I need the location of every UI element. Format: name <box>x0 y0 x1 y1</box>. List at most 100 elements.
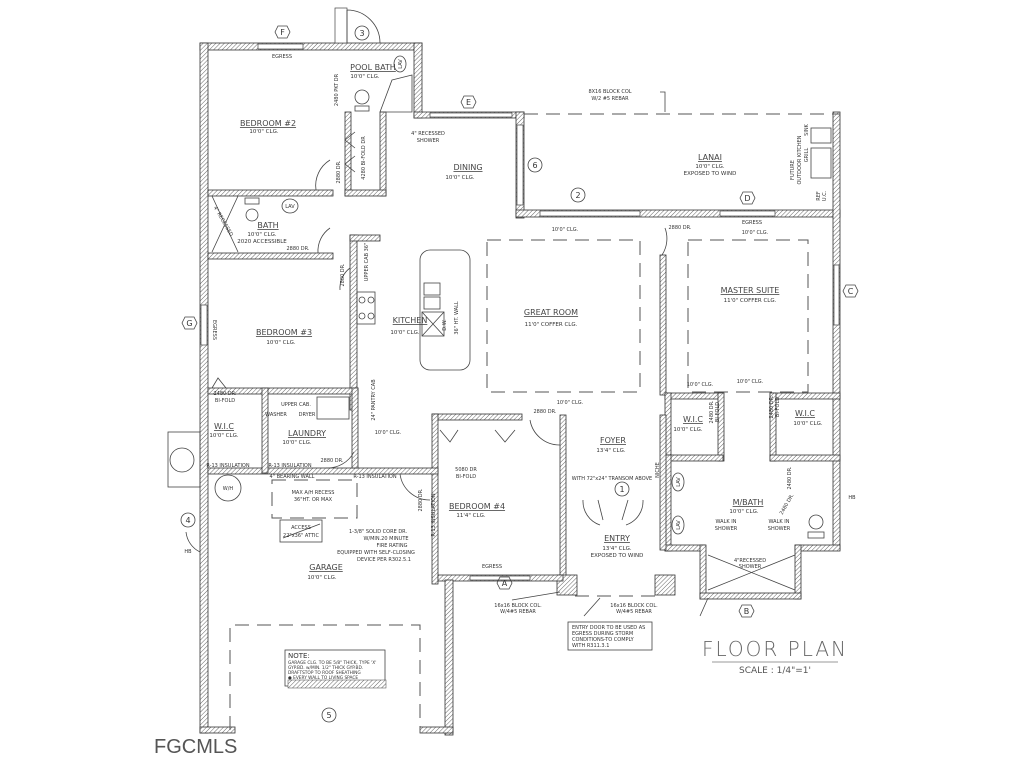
fixtures <box>167 9 832 617</box>
door-label: 2480 DR. <box>779 493 796 516</box>
garage-note-title: NOTE: <box>288 652 310 660</box>
entry-note-line: EGRESS DURING STORM <box>572 631 633 637</box>
dishwasher-label: D.W. <box>442 319 448 331</box>
shower-label: SHOWER <box>768 526 791 532</box>
marker-6: 6 <box>532 161 537 170</box>
bearing-wall-label: 4" BEARING WALL <box>270 474 315 480</box>
fire-door-line: EQUIPPED WITH SELF-CLOSING <box>337 550 415 556</box>
master-wic-right-ceiling: 10'0" CLG. <box>793 421 822 427</box>
fire-door-line: DEVICE PER R302.5.1 <box>357 557 411 563</box>
insulation-label: R-13 INSULATION <box>353 474 396 480</box>
pantry-label: 24" PANTRY CAB <box>371 379 377 421</box>
door-label: 5080 DR <box>455 467 477 473</box>
marker-4: 4 <box>185 516 190 525</box>
bifold-label: BI-FOLD <box>715 402 721 422</box>
bifold-label: BI-FOLD <box>215 398 235 404</box>
pool-bath-name: POOL BATH <box>350 63 396 72</box>
lav-label: LAV <box>676 520 682 530</box>
entry-note-line: WITH R311.3.1 <box>572 643 609 649</box>
dryer-label: DRYER <box>299 412 316 418</box>
foyer-name: FOYER <box>600 436 626 445</box>
great-room-name: GREAT ROOM <box>524 308 578 317</box>
marker-e: E <box>466 98 471 107</box>
ceiling-label: 10'0" CLG. <box>375 430 402 436</box>
door-label: 2480 DR. <box>787 466 793 489</box>
niche-label: NICHE <box>655 462 661 478</box>
marker-2: 2 <box>575 191 580 200</box>
lav-label: LAV <box>676 477 682 487</box>
ceiling-label: 10'0" CLG. <box>742 230 769 236</box>
shower-label: SHOWER <box>739 564 762 570</box>
bifold-label: BI-FOLD <box>775 397 781 417</box>
shower-label: SHOWER <box>715 526 738 532</box>
egress-label: EGRESS <box>742 220 762 226</box>
door-label: 2480 DR. <box>769 395 775 418</box>
recessed-shower-label: 4" RECESSED <box>411 131 445 137</box>
door-label: 2480 DR. <box>213 391 236 397</box>
entry-ceiling: 13'4" CLG. <box>602 546 631 552</box>
watermark: FGCMLS <box>154 736 237 758</box>
marker-c: C <box>848 287 854 296</box>
lanai-note: EXPOSED TO WIND <box>684 171 737 177</box>
fire-door-line: W/MIN.20 MINUTE <box>363 536 408 542</box>
sink-label: SINK <box>804 123 810 135</box>
master-wic-left-name: W.I.C <box>683 415 703 424</box>
bedroom3-ceiling: 10'0" CLG. <box>266 340 295 346</box>
hose-bib-label: HB <box>184 549 192 555</box>
door-label: 2880 DR. <box>286 246 309 252</box>
garage-ceiling: 10'0" CLG. <box>307 575 336 581</box>
attic-access-label: ACCESS <box>291 525 311 531</box>
dashed-outlines <box>229 113 840 730</box>
lanai-name: LANAI <box>698 153 722 162</box>
pool-bath-ceiling: 10'0" CLG. <box>350 74 379 80</box>
wic-ceiling: 10'0" CLG. <box>209 433 238 439</box>
fire-door-line: FIRE RATING <box>376 543 407 549</box>
mbath-ceiling: 10'0" CLG. <box>729 509 758 515</box>
attic-access-label: 22"x36" ATTIC <box>283 533 319 539</box>
laundry-ceiling: 10'0" CLG. <box>282 440 311 446</box>
hose-bib-label: HB <box>848 495 856 501</box>
bath-note: 2020 ACCESSIBLE <box>237 239 287 245</box>
marker-b: B <box>744 607 750 616</box>
door-label: 2480 DR. <box>709 400 715 423</box>
ceiling-label: 10'0" CLG. <box>552 227 579 233</box>
master-suite-name: MASTER SUITE <box>721 286 780 295</box>
dining-ceiling: 10'0" CLG. <box>445 175 474 181</box>
entry-name: ENTRY <box>604 534 630 543</box>
ref-label: REF <box>816 191 822 201</box>
bedroom2-ceiling: 10'0" CLG. <box>249 129 278 135</box>
block-col-label: 8X16 BLOCK COL <box>588 89 631 95</box>
bedroom3-name: BEDROOM #3 <box>256 328 312 337</box>
transom-label: WITH 72"x24" TRANSOM ABOVE <box>572 476 652 482</box>
lav-label: LAV <box>285 204 295 210</box>
door-label: 2880 DR. <box>533 409 556 415</box>
ceiling-label: 10'0" CLG. <box>557 400 584 406</box>
pocket-door-label: 2480 PKT DR <box>334 73 340 106</box>
rebar-label: W/2 #5 REBAR <box>591 96 629 102</box>
door-label: 2880 DR. <box>418 488 424 511</box>
windows <box>200 7 840 581</box>
bifold-door-label: 4280 BI-FOLD DR <box>361 136 367 180</box>
garage-note-line: GARAGE CLG. TO BE 5/8" THICK, TYPE 'X' <box>288 660 376 666</box>
great-room-ceiling: 11'0" COFFER CLG. <box>525 322 578 328</box>
walk-in-label: WALK IN <box>769 519 790 525</box>
ceiling-label: 10'0" CLG. <box>737 379 764 385</box>
garage-note-box: NOTE: GARAGE CLG. TO BE 5/8" THICK, TYPE… <box>284 649 387 689</box>
egress-label: EGRESS <box>211 320 217 340</box>
bedroom4-name: BEDROOM #4 <box>449 502 505 511</box>
kitchen-ceiling: 10'0" CLG. <box>390 330 419 336</box>
insulation-label: R-13 INSULATION <box>268 463 311 469</box>
marker-f: F <box>280 28 285 37</box>
upper-cab-label: UPPER CAB 36" <box>364 243 370 282</box>
lav-label: LAV <box>398 59 404 69</box>
ceiling-label: 10'0" CLG. <box>687 382 714 388</box>
uc-label: U.C. <box>822 190 828 201</box>
insulation-label: R-13 INSULATION <box>206 463 249 469</box>
annotations: EGRESS 4" RECESSED SHOWER 8X16 BLOCK COL… <box>184 54 856 615</box>
bath-name: BATH <box>257 221 278 230</box>
rebar-label: W/4#5 REBAR <box>500 609 536 615</box>
foyer-ceiling: 13'4" CLG. <box>596 448 625 454</box>
garage-note-line: GYP.BD. w/MIN. 1/2" THICK GYP.BD. <box>288 665 363 671</box>
marker-d: D <box>744 194 750 203</box>
